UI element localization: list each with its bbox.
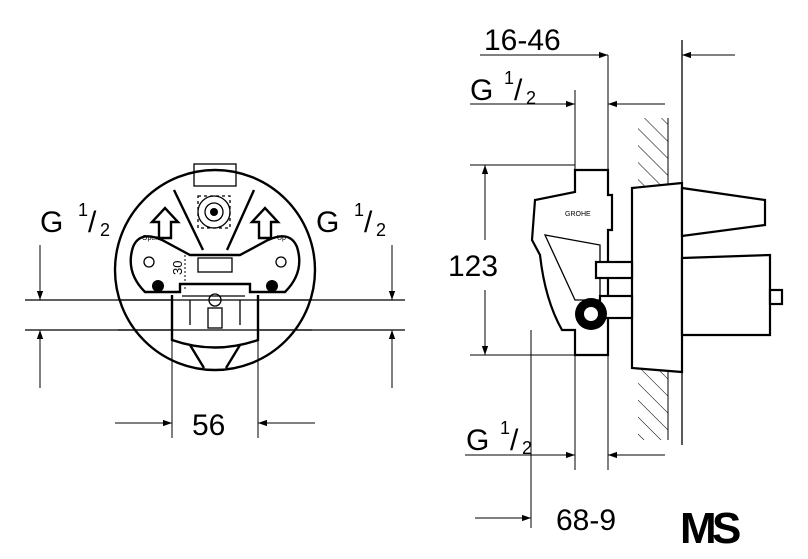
cartridge-center (210, 208, 218, 216)
side-view: GROHE 123 16-46 G 1 / 2 G 1 / 2 68-9 (448, 24, 784, 537)
valve-ports (189, 300, 241, 325)
escutcheon-plate (630, 181, 684, 374)
thread-top-numerator: 1 (504, 68, 514, 88)
logo-letter-m: M (680, 504, 717, 553)
spindle-bridge-top (594, 260, 634, 280)
radial-line-upper-right (225, 189, 256, 251)
cartridge-gear-icon (204, 202, 224, 222)
svg-text:/: / (88, 206, 97, 239)
cover-sleeve (680, 253, 772, 337)
depth-range-label: 16-46 (484, 24, 561, 57)
thread-top-label: G (470, 74, 493, 107)
ms-logo: M S (680, 504, 741, 553)
height-dim-label: 123 (448, 250, 498, 283)
up-arrow-icon-left (149, 206, 181, 240)
thread-bottom-label: G (466, 424, 489, 457)
lever-handle (680, 186, 767, 238)
valve-center-hole (208, 293, 222, 307)
up-label: Up (277, 235, 286, 242)
thread-label-right-denominator: 2 (376, 220, 386, 240)
svg-text:/: / (510, 424, 519, 457)
top-stem (193, 163, 237, 187)
spindle-tip (768, 288, 784, 306)
screw-right (266, 280, 278, 292)
thread-bottom-denominator: 2 (522, 438, 532, 458)
valve-spindle (207, 307, 223, 329)
brand-mark: GROHE (565, 211, 591, 218)
angle-label: 30 (170, 261, 185, 275)
width-dim-label: 56 (192, 409, 225, 442)
radial-line-lower-left (188, 344, 206, 369)
mounting-hole-right (275, 256, 287, 268)
up-arrow-icon-right (249, 206, 281, 240)
thread-label-left: G (40, 206, 63, 239)
thread-label-left-denominator: 2 (100, 220, 110, 240)
thread-label-left-numerator: 1 (78, 200, 88, 220)
svg-text:/: / (514, 74, 523, 107)
mounting-hole-left (143, 256, 155, 268)
brand-plate (197, 257, 233, 273)
outlet-port-center (584, 307, 598, 321)
wing-plate (129, 235, 301, 294)
thread-top-denominator: 2 (526, 88, 536, 108)
radial-line-upper-left (172, 189, 205, 251)
front-view: Open Up 30 G 1 / 2 G 1 / 2 (25, 163, 405, 442)
svg-text:/: / (364, 206, 373, 239)
valve-housing (170, 295, 260, 349)
open-label: Open (142, 235, 159, 242)
thread-label-right-numerator: 1 (354, 200, 364, 220)
bottom-range-label: 68-9 (556, 504, 616, 537)
mounting-plate-circle (113, 168, 317, 372)
radial-line-lower-right (224, 344, 242, 369)
thread-bottom-numerator: 1 (500, 418, 510, 438)
thread-label-right: G (316, 206, 339, 239)
screw-left (152, 280, 164, 292)
logo-letter-s: S (712, 504, 741, 553)
